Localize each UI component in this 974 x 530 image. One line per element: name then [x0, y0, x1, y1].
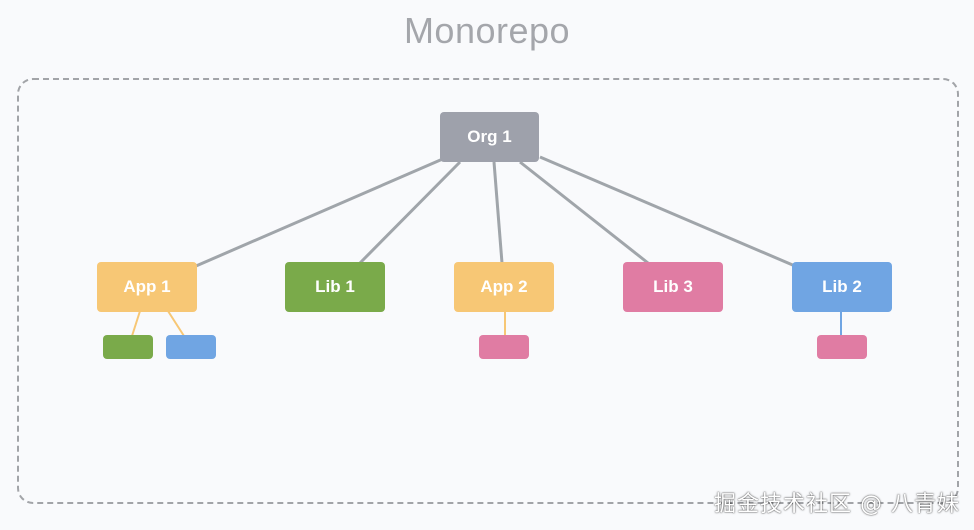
edge-app1-dep-green: [131, 310, 141, 337]
lib2-dep-pink[interactable]: [817, 335, 867, 359]
node-lib2-label: Lib 2: [822, 277, 862, 296]
node-app1-label: App 1: [123, 277, 171, 296]
node-app2[interactable]: App 2: [454, 262, 554, 312]
edge-org1-lib3: [519, 160, 649, 265]
node-lib1[interactable]: Lib 1: [285, 262, 385, 312]
edge-app1-dep-blue: [167, 310, 185, 337]
node-lib3[interactable]: Lib 3: [623, 262, 723, 312]
node-app2-label: App 2: [480, 277, 528, 296]
monorepo-boundary: [17, 78, 959, 504]
edge-org1-lib1: [358, 160, 462, 265]
node-lib3-label: Lib 3: [653, 277, 693, 296]
node-app1[interactable]: App 1: [97, 262, 197, 312]
edge-org1-app1: [195, 156, 446, 268]
diagram-title: Monorepo: [403, 10, 571, 51]
node-lib2[interactable]: Lib 2: [792, 262, 892, 312]
app1-dep-green[interactable]: [103, 335, 153, 359]
app2-dep-pink[interactable]: [479, 335, 529, 359]
edge-org1-app2: [492, 161, 504, 264]
app1-dep-blue[interactable]: [166, 335, 216, 359]
node-lib1-label: Lib 1: [315, 277, 355, 296]
node-org1-label: Org 1: [467, 127, 512, 146]
watermark: 掘金技术社区 @ 八青妹: [714, 492, 960, 517]
node-org1[interactable]: Org 1: [440, 112, 539, 162]
edge-org1-lib2: [539, 155, 796, 268]
